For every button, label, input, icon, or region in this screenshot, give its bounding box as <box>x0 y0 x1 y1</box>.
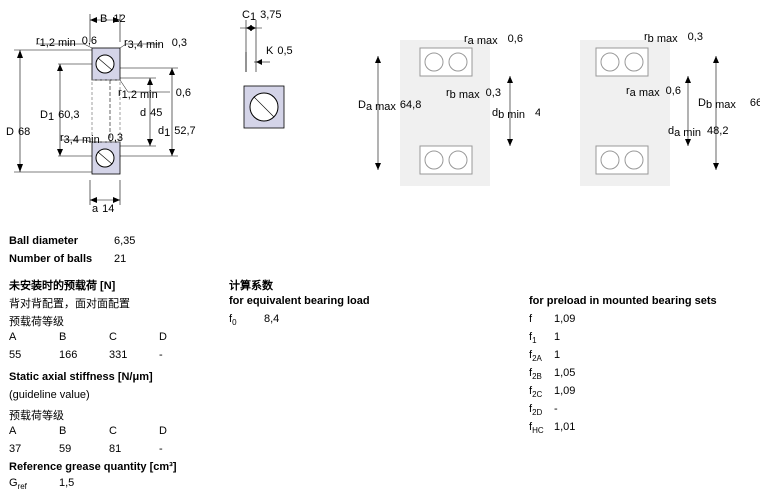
grease-title: Reference grease quantity [cm³] <box>9 461 177 473</box>
ball-diameter-label: Ball diameter <box>9 235 79 247</box>
grease-label: Gref <box>9 477 27 492</box>
stiffness-value-a: 37 <box>9 443 22 455</box>
ball-diameter-value: 6,35 <box>114 235 136 247</box>
preload-header-d: D <box>159 331 167 343</box>
preload-value-c: 331 <box>109 349 128 361</box>
stiffness-header-d: D <box>159 425 167 437</box>
factor-label: f2D <box>529 403 543 418</box>
stiffness-value-d: - <box>159 443 163 455</box>
equiv-load-title: for equivalent bearing load <box>229 295 370 307</box>
factor-label: f2C <box>529 385 543 400</box>
f0-label: f0 <box>229 313 237 328</box>
preload-header-c: C <box>109 331 117 343</box>
stiffness-header-c: C <box>109 425 117 437</box>
factor-value: 1,01 <box>554 421 576 433</box>
factor-label: fHC <box>529 421 544 436</box>
dim-db-min-label: db min47 <box>492 107 540 121</box>
preload-subtitle: 背对背配置，面对面配置 <box>9 298 130 310</box>
factor-value: 1 <box>554 331 561 343</box>
stiffness-value-b: 59 <box>59 443 72 455</box>
stiffness-note: (guideline value) <box>9 389 90 401</box>
factor-value: - <box>554 403 558 415</box>
factor-label: f1 <box>529 331 537 346</box>
preload-factors-title: for preload in mounted bearing sets <box>529 295 717 307</box>
number-of-balls-label: Number of balls <box>9 253 93 265</box>
stiffness-value-c: 81 <box>109 443 122 455</box>
factor-value: 1,09 <box>554 385 576 397</box>
stiffness-class-label: 预载荷等级 <box>9 410 64 422</box>
factor-value: 1 <box>554 349 561 361</box>
stiffness-title: Static axial stiffness [N/μm] <box>9 371 153 383</box>
grease-value: 1,5 <box>59 477 75 489</box>
number-of-balls-value: 21 <box>114 253 127 265</box>
factor-label: f2A <box>529 349 542 364</box>
preload-class-label: 预载荷等级 <box>9 316 64 328</box>
preload-header-b: B <box>59 331 67 343</box>
stiffness-header-a: A <box>9 425 17 437</box>
factor-label: f <box>529 313 533 325</box>
factor-value: 1,09 <box>554 313 576 325</box>
f0-value: 8,4 <box>264 313 280 325</box>
stiffness-header-b: B <box>59 425 67 437</box>
preload-title: 未安装时的预载荷 [N] <box>9 280 116 292</box>
preload-value-b: 166 <box>59 349 78 361</box>
preload-value-a: 55 <box>9 349 22 361</box>
factor-value: 1,05 <box>554 367 576 379</box>
preload-header-a: A <box>9 331 17 343</box>
factor-label: f2B <box>529 367 542 382</box>
preload-value-d: - <box>159 349 163 361</box>
calc-factors-title: 计算系数 <box>229 280 273 292</box>
